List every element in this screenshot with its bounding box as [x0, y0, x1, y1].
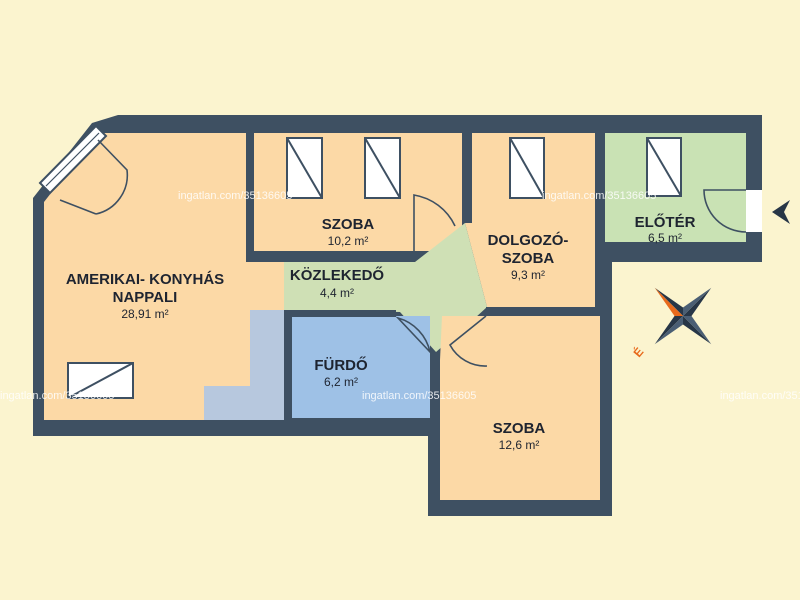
compass-north-letter: É — [630, 344, 647, 360]
entrance — [746, 190, 790, 232]
study-area: 9,3 m² — [511, 268, 545, 282]
watermark-5: ingatlan.com/35136605 — [720, 390, 800, 402]
living-name-line2: NAPPALI — [113, 289, 178, 306]
hall-name: ELŐTÉR — [635, 213, 696, 231]
room-study — [465, 133, 595, 307]
furniture — [67, 137, 682, 399]
room-bathroom — [292, 316, 430, 418]
bathroom-area: 6,2 m² — [324, 375, 358, 389]
living-name-line1: AMERIKAI- KONYHÁS — [66, 271, 224, 288]
room-corridor — [284, 223, 487, 352]
interior-walls — [246, 128, 605, 436]
compass-star-icon — [654, 287, 712, 345]
watermark-1: ingatlan.com/35136605 — [178, 190, 292, 202]
living-area: 28,91 m² — [121, 307, 168, 321]
compass-rose: É — [630, 287, 712, 360]
window-living-slanted — [38, 124, 108, 195]
kitchen-tile-area — [204, 310, 284, 420]
bathroom-name: FÜRDŐ — [314, 356, 368, 374]
room-labels: AMERIKAI- KONYHÁS NAPPALI 28,91 m² SZOBA… — [66, 213, 696, 452]
corridor-name: KÖZLEKEDŐ — [290, 266, 385, 284]
bedroom1-name: SZOBA — [322, 216, 375, 233]
hall-area: 6,5 m² — [648, 231, 682, 245]
room-bedroom2 — [440, 316, 600, 500]
watermarks: ingatlan.com/35136605 ingatlan.com/35136… — [0, 190, 800, 402]
bedroom2-area: 12,6 m² — [499, 438, 540, 452]
bedroom1-area: 10,2 m² — [328, 234, 369, 248]
watermark-2: ingatlan.com/35136605 — [542, 190, 656, 202]
watermark-4: ingatlan.com/35136605 — [362, 390, 476, 402]
doors — [59, 139, 747, 367]
room-living — [44, 133, 284, 420]
study-name-line1: DOLGOZÓ- — [488, 231, 569, 249]
study-name-line2: SZOBA — [502, 250, 555, 267]
watermark-3: ingatlan.com/35136605 — [0, 390, 114, 402]
bedroom2-name: SZOBA — [493, 420, 546, 437]
corridor-area: 4,4 m² — [320, 286, 354, 300]
